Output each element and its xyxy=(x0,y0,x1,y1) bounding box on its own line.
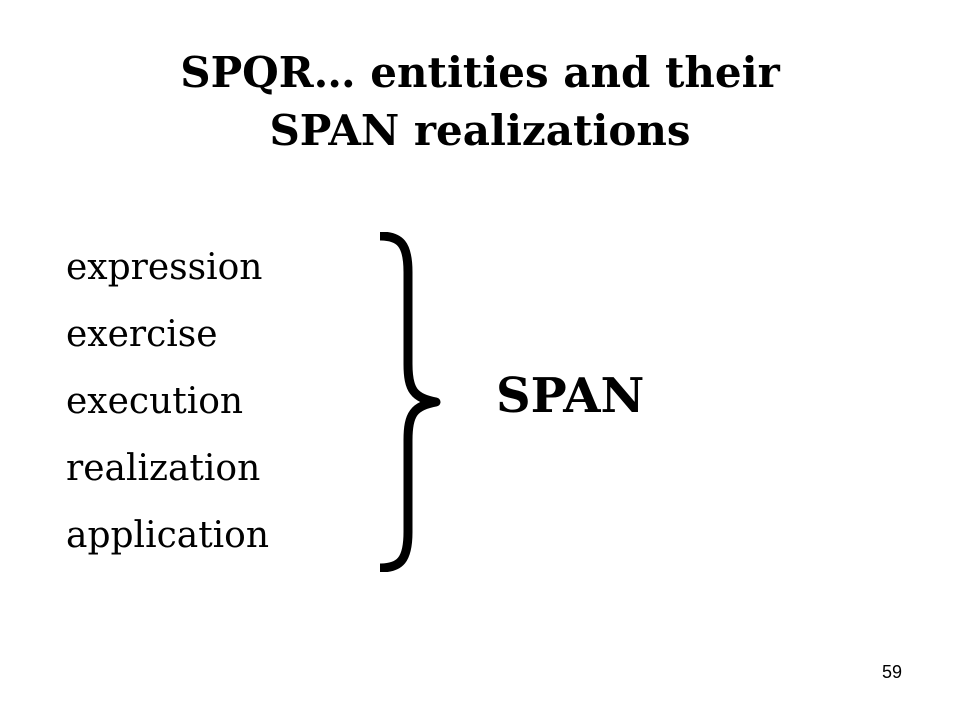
term-expression: expression xyxy=(66,247,263,288)
term-list: expression exercise execution realizatio… xyxy=(66,234,269,569)
slide-title: SPQR… entities and their SPAN realizatio… xyxy=(0,44,960,160)
term-application: application xyxy=(66,515,270,556)
slide-title-line-2: SPAN realizations xyxy=(269,106,691,155)
term-execution: execution xyxy=(66,381,244,422)
span-label: SPAN xyxy=(496,368,645,424)
slide-title-line-1: SPQR… entities and their xyxy=(180,48,780,97)
term-realization: realization xyxy=(66,448,261,489)
page-number: 59 xyxy=(881,662,902,682)
right-curly-brace-icon xyxy=(379,232,441,572)
term-exercise: exercise xyxy=(66,314,218,355)
